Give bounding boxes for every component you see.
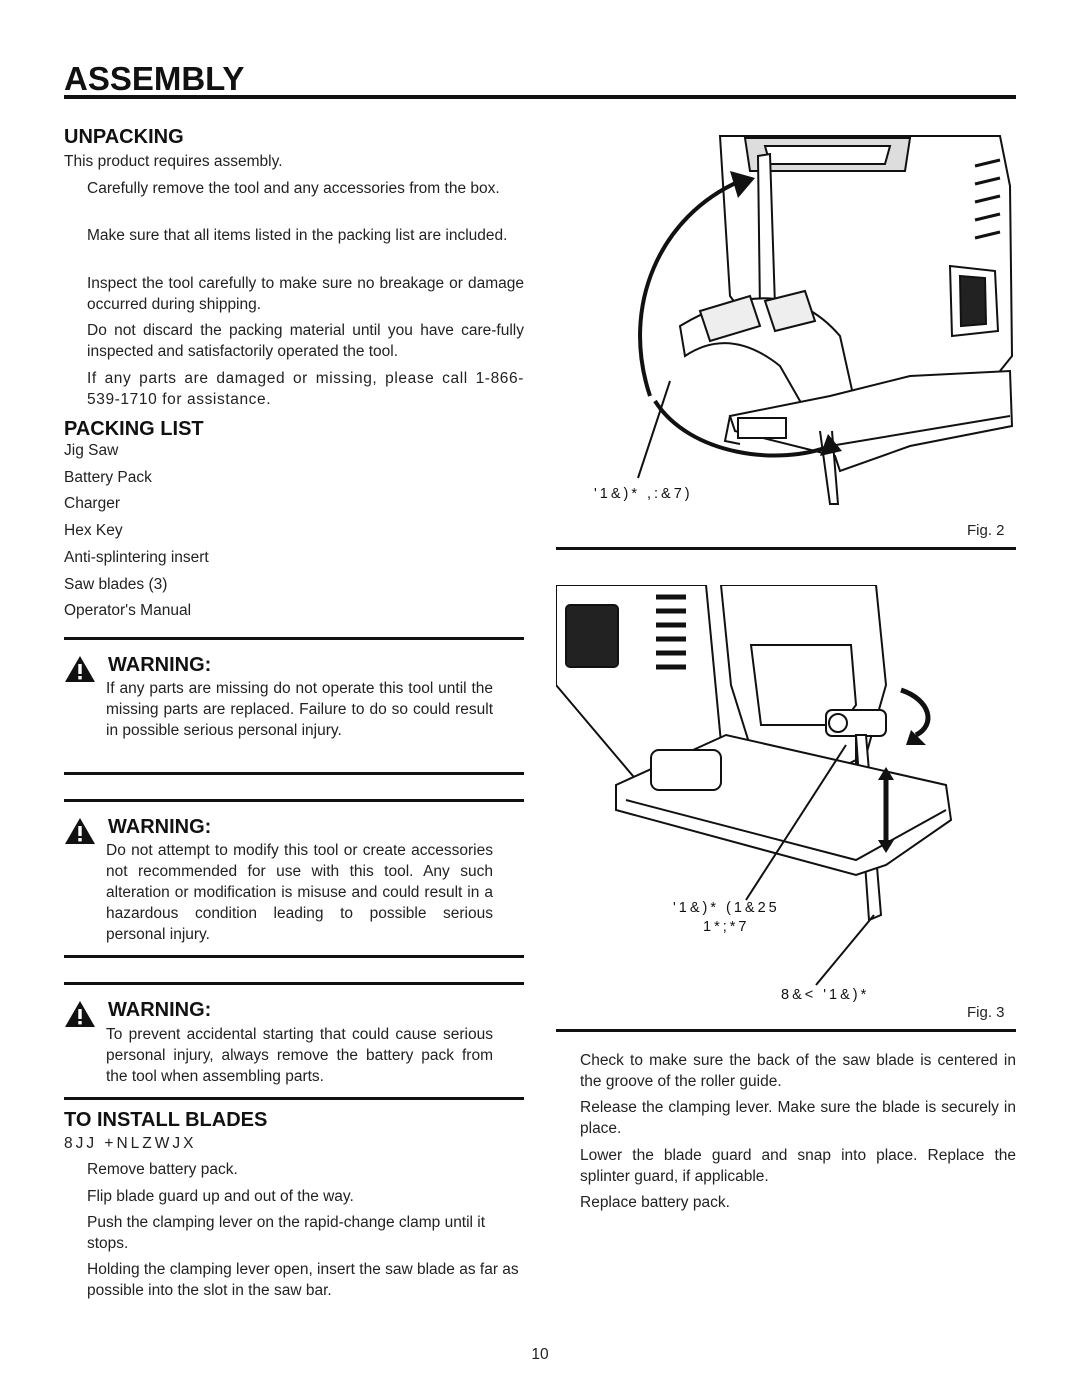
- figure-3-label: Fig. 3: [967, 1004, 1005, 1021]
- warning-label: WARNING:: [108, 816, 212, 838]
- warning-label: WARNING:: [108, 654, 212, 676]
- install-blades-subheading: 8JJ +NLZWJX: [64, 1135, 197, 1152]
- install-step-4: Holding the clamping lever open, insert …: [87, 1261, 519, 1299]
- figure-2-callout: '1&)* ,:&7): [594, 486, 693, 502]
- install-step-3: Push the clamping lever on the rapid-cha…: [87, 1214, 486, 1252]
- install-blades-heading: TO INSTALL BLADES: [64, 1109, 268, 1131]
- install-step-8: Replace battery pack.: [580, 1194, 730, 1211]
- list-item: Battery Pack: [64, 468, 152, 486]
- warning-icon: [65, 818, 95, 844]
- unpacking-step-4: Do not discard the packing material unti…: [87, 322, 524, 360]
- packing-list: Jig Saw Battery Pack Charger Hex Key Ant…: [64, 438, 209, 625]
- figure-3-callout-3: 8&< '1&)*: [781, 987, 870, 1003]
- warning-text: Do not attempt to modify this tool or cr…: [106, 842, 493, 943]
- list-item: Saw blades (3): [64, 575, 168, 593]
- warning-icon: [65, 1001, 95, 1027]
- list-item: Jig Saw: [64, 442, 119, 459]
- unpacking-step-3: Inspect the tool carefully to make sure …: [87, 275, 524, 313]
- warning-text: To prevent accidental starting that coul…: [106, 1026, 493, 1085]
- figure-3-callout-2: 1*;*7: [703, 919, 750, 935]
- warning-rule: [64, 772, 524, 775]
- install-step-5: Check to make sure the back of the saw b…: [580, 1052, 1016, 1090]
- install-step-7: Lower the blade guard and snap into plac…: [580, 1147, 1016, 1185]
- list-item: Anti-splintering insert: [64, 548, 209, 566]
- warning-icon: [65, 656, 95, 682]
- warning-text: If any parts are missing do not operate …: [106, 680, 493, 739]
- unpacking-step-2: Make sure that all items listed in the p…: [87, 227, 508, 244]
- warning-label: WARNING:: [108, 999, 212, 1021]
- figure-rule: [556, 547, 1016, 550]
- figure-3-callout-1: '1&)* (1&25: [673, 900, 780, 916]
- unpacking-heading: UNPACKING: [64, 126, 184, 148]
- install-step-2: Flip blade guard up and out of the way.: [87, 1188, 354, 1205]
- list-item: Charger: [64, 495, 120, 513]
- page-title: ASSEMBLY: [64, 60, 245, 97]
- packing-list-heading: PACKING LIST: [64, 418, 204, 440]
- unpacking-step-5: If any parts are damaged or missing, ple…: [87, 370, 524, 408]
- warning-rule: [64, 982, 524, 985]
- figure-rule: [556, 1029, 1016, 1032]
- warning-rule: [64, 799, 524, 802]
- unpacking-step-1: Carefully remove the tool and any access…: [87, 180, 500, 197]
- figure-2-label: Fig. 2: [967, 522, 1005, 539]
- install-step-6: Release the clamping lever. Make sure th…: [580, 1099, 1016, 1137]
- figure-3-illustration: [556, 585, 953, 986]
- install-step-1: Remove battery pack.: [87, 1161, 238, 1178]
- list-item: Hex Key: [64, 522, 123, 540]
- figure-2-illustration: [637, 135, 1014, 505]
- list-item: Operator's Manual: [64, 602, 192, 620]
- unpacking-intro: This product requires assembly.: [64, 153, 283, 170]
- warning-rule: [64, 637, 524, 640]
- title-rule: [64, 95, 1016, 99]
- page-number: 10: [531, 1346, 549, 1363]
- warning-rule: [64, 1097, 524, 1100]
- warning-rule: [64, 955, 524, 958]
